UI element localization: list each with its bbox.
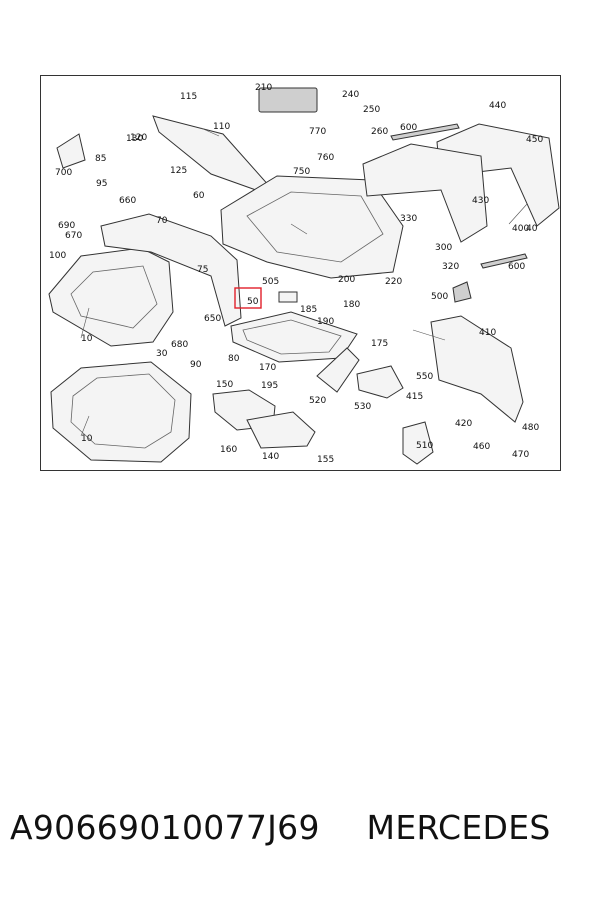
part-700-shape xyxy=(56,133,86,169)
callout-115: 115 xyxy=(180,92,197,102)
callout-10: 10 xyxy=(81,334,93,344)
callout-labels: 10 10 30 40 50 60 70 75 80 85 90 95 100 110 115 120 125 1… xyxy=(49,83,543,465)
callout-440: 440 xyxy=(489,101,506,111)
callout-40: 40 xyxy=(526,224,538,234)
callout-100: 100 xyxy=(49,251,66,261)
callout-75: 75 xyxy=(197,265,208,275)
callout-195: 195 xyxy=(261,381,278,391)
callout-85: 85 xyxy=(95,154,106,164)
caption-bar: A90669010077J69 MERCEDES xyxy=(10,808,590,847)
callout-70: 70 xyxy=(156,216,168,226)
callout-700: 700 xyxy=(55,168,72,178)
callout-300: 300 xyxy=(435,243,452,253)
callout-480: 480 xyxy=(522,423,539,433)
callout-125: 125 xyxy=(170,166,187,176)
callout-175: 175 xyxy=(371,339,388,349)
callout-260: 260 xyxy=(371,127,388,137)
part-170-shape xyxy=(230,311,358,363)
part-510-shape xyxy=(402,421,434,465)
callout-415: 415 xyxy=(406,392,423,402)
part-shapes xyxy=(48,87,560,465)
part-200-rib xyxy=(246,191,384,263)
part-530-shape xyxy=(356,365,404,399)
callout-180: 180 xyxy=(343,300,360,310)
callout-110: 110 xyxy=(213,122,230,132)
callout-130: 130 xyxy=(126,134,143,144)
callout-185: 185 xyxy=(300,305,317,315)
callout-600: 600 xyxy=(400,123,417,133)
part-10-lower-shape xyxy=(50,361,192,463)
part-505-shape xyxy=(278,291,298,303)
leader-lines xyxy=(80,127,528,437)
callout-150: 150 xyxy=(216,380,233,390)
part-200-shape xyxy=(220,175,404,279)
brand-name: MERCEDES xyxy=(366,808,551,847)
callout-50: 50 xyxy=(247,297,259,307)
callout-660: 660 xyxy=(119,196,136,206)
callout-155: 155 xyxy=(317,455,334,465)
callout-430: 430 xyxy=(472,196,489,206)
callout-330: 330 xyxy=(400,214,417,224)
callout-220: 220 xyxy=(385,277,402,287)
part-600-bottom-shape xyxy=(480,253,528,269)
exploded-parts-diagram: 10 10 30 40 50 60 70 75 80 85 90 95 100 110 115 120 125 1… xyxy=(48,83,560,465)
part-number: A90669010077J69 xyxy=(10,808,320,847)
callout-160: 160 xyxy=(220,445,237,455)
part-650-shape xyxy=(100,213,242,327)
part-10-upper-shape xyxy=(48,247,174,347)
callout-680: 680 xyxy=(171,340,188,350)
callout-90: 90 xyxy=(190,360,202,370)
callout-510: 510 xyxy=(416,441,433,451)
part-110-shape xyxy=(152,115,272,195)
highlight-box-part-50 xyxy=(234,287,262,309)
callout-140: 140 xyxy=(262,452,279,462)
callout-505: 505 xyxy=(262,277,279,287)
callout-770: 770 xyxy=(309,127,326,137)
part-10-upper-rib xyxy=(70,265,158,329)
callout-200: 200 xyxy=(338,275,355,285)
callout-500: 500 xyxy=(431,292,448,302)
callout-530: 530 xyxy=(354,402,371,412)
callout-420: 420 xyxy=(455,419,472,429)
callout-190: 190 xyxy=(317,317,334,327)
part-520-shape xyxy=(316,347,360,393)
callout-320: 320 xyxy=(442,262,459,272)
part-140-shape xyxy=(246,411,316,449)
callout-460: 460 xyxy=(473,442,490,452)
part-210-shape xyxy=(258,87,318,113)
callout-670: 670 xyxy=(65,231,82,241)
callout-170: 170 xyxy=(259,363,276,373)
callout-250: 250 xyxy=(363,105,380,115)
callout-400: 400 xyxy=(512,224,529,234)
callout-760: 760 xyxy=(317,153,334,163)
callout-450: 450 xyxy=(526,135,543,145)
part-410-shape xyxy=(430,315,524,423)
part-600-top-shape xyxy=(390,123,460,141)
callout-520: 520 xyxy=(309,396,326,406)
part-500-shape xyxy=(452,281,472,303)
part-300-shape xyxy=(362,143,488,243)
callout-750: 750 xyxy=(293,167,310,177)
callout-80: 80 xyxy=(228,354,240,364)
parts-diagram-frame: 10 10 30 40 50 60 70 75 80 85 90 95 100 110 115 120 125 1… xyxy=(40,75,561,471)
part-170-rib xyxy=(242,319,342,355)
callout-470: 470 xyxy=(512,450,529,460)
callout-210: 210 xyxy=(255,83,272,93)
callout-650: 650 xyxy=(204,314,221,324)
callout-690: 690 xyxy=(58,221,75,231)
callout-120: 120 xyxy=(130,133,147,143)
part-10-lower-rib xyxy=(70,373,176,449)
callout-240: 240 xyxy=(342,90,359,100)
callout-10: 10 xyxy=(81,434,93,444)
callout-95: 95 xyxy=(96,179,107,189)
callout-60: 60 xyxy=(193,191,205,201)
callout-600: 600 xyxy=(508,262,525,272)
callout-410: 410 xyxy=(479,328,496,338)
callout-550: 550 xyxy=(416,372,433,382)
callout-30: 30 xyxy=(156,349,168,359)
